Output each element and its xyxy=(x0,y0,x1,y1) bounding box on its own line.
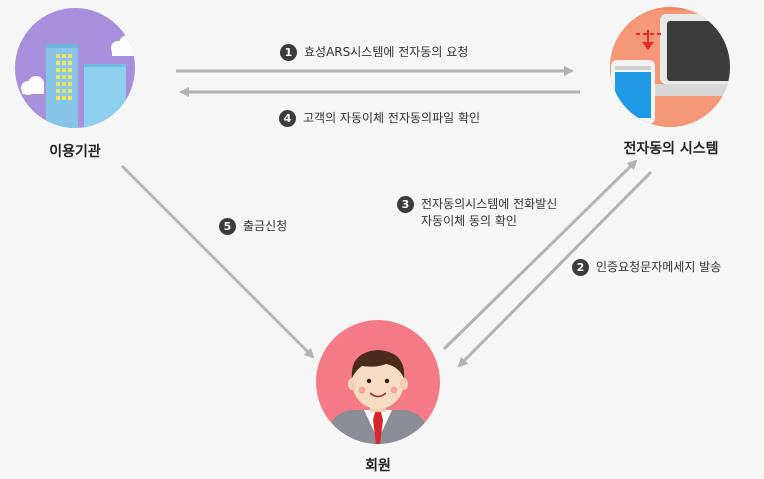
institution-label: 이용기관 xyxy=(49,144,101,160)
arrow-step3 xyxy=(442,159,638,351)
step-number-badge: 5 xyxy=(219,218,236,235)
system-label: 전자동의 시스템 xyxy=(623,141,719,157)
step-number-badge: 1 xyxy=(280,44,297,61)
step-number-badge: 4 xyxy=(279,110,296,127)
step-text: 인증요청문자메세지 발송 xyxy=(596,260,722,274)
step-1: 1 효성ARS시스템에 전자동의 요청 xyxy=(280,44,468,61)
arrow-step5 xyxy=(120,164,315,359)
step-number-badge: 2 xyxy=(572,259,589,276)
arrow-step2 xyxy=(457,170,653,368)
step-text-line1: 전자동의시스템에 전화발신 xyxy=(421,197,558,211)
step-2: 2 인증요청문자메세지 발송 xyxy=(572,259,721,276)
step-text: 출금신청 xyxy=(243,219,288,233)
step-5: 5 출금신청 xyxy=(219,218,287,235)
step-text: 고객의 자동이체 전자동의파일 확인 xyxy=(303,111,481,125)
member-label: 회원 xyxy=(365,458,391,474)
step-text: 효성ARS시스템에 전자동의 요청 xyxy=(304,45,469,59)
step-number-badge: 3 xyxy=(397,196,414,213)
step-text-line2: 자동이체 동의 확인 xyxy=(421,214,517,228)
step-4: 4 고객의 자동이체 전자동의파일 확인 xyxy=(279,110,480,127)
